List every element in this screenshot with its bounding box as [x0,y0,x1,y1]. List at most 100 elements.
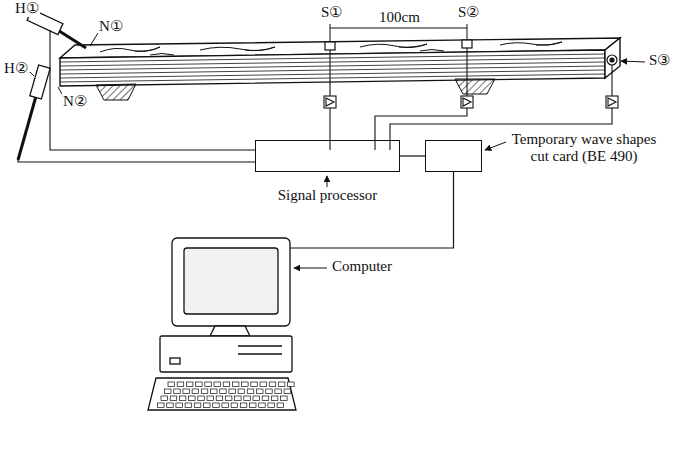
support [96,84,136,100]
hammer [30,65,50,99]
computer-illustration [222,403,229,408]
wood-grain [100,47,160,52]
beam [60,62,605,70]
computer-illustration [275,389,282,394]
computer-illustration [170,358,180,364]
computer-illustration [281,396,288,401]
part-label: H① [14,0,40,17]
sensor [610,58,614,62]
amplifier-symbol [461,96,473,108]
computer-illustration [213,403,220,408]
computer-illustration [220,389,227,394]
signal-wire [329,50,330,96]
computer-illustration [192,389,199,394]
leader-line [485,142,506,150]
amplifier-symbol [463,98,471,106]
computer-illustration [214,382,221,387]
signal-wire [329,140,330,150]
computer-illustration [177,382,184,387]
wood-grain [100,42,562,55]
computer-node: Computer [150,236,290,416]
connector [290,172,454,248]
wood-grain [360,44,427,48]
signal-wire [329,108,330,140]
computer-illustration [232,382,239,387]
dimension-label: 100cm [378,9,421,26]
computer-illustration [174,389,181,394]
computer-illustration [185,403,192,408]
computer-illustration [160,336,292,372]
beam [60,50,605,86]
signal-wire [466,48,467,96]
hammer [18,9,86,160]
computer-illustration [216,396,223,401]
computer-illustration [262,396,269,401]
computer-illustration [238,389,245,394]
computer-illustration [210,326,250,336]
computer-illustration [183,389,190,394]
computer-illustration [179,396,186,401]
computer-illustration [269,382,276,387]
computer-illustration [231,403,238,408]
computer-illustration [167,403,174,408]
sensor [607,55,617,65]
sensor [325,40,617,65]
beam [60,58,605,66]
computer-illustration [266,389,273,394]
beam [60,74,605,82]
computer-illustration [211,389,218,394]
signal-wire [374,140,375,150]
amplifier-symbol [324,96,336,108]
computer-illustration [250,403,257,408]
dimension-line [467,24,468,39]
connector [400,155,425,156]
signal-wire [611,65,612,96]
computer-illustration [257,389,264,394]
computer-illustration [260,382,267,387]
signal-wire [50,30,255,150]
sensor [325,42,335,50]
dimension-line [330,24,331,41]
wood-grain [200,47,275,51]
card-box: Temporary wave shapes cut card (BE 490) [425,140,482,172]
part-label: N① [98,18,124,35]
node-label: Computer [330,258,394,275]
computer-illustration [158,403,165,408]
computer-illustration [205,382,212,387]
beam [60,54,605,62]
computer-illustration [238,345,282,346]
computer-illustration [240,403,247,408]
computer-illustration [161,396,168,401]
computer-illustration [158,382,295,408]
computer-illustration [235,396,242,401]
computer-illustration [168,382,175,387]
computer-illustration [253,396,260,401]
computer-illustration [278,382,285,387]
amplifier-symbol [324,96,618,108]
computer-illustration [268,403,275,408]
processor-box: Signal processor [255,140,400,172]
computer-illustration [165,389,172,394]
computer-illustration [148,378,296,410]
computer-illustration [201,389,208,394]
wood-grain [150,54,174,56]
beam [60,54,605,82]
support [96,79,495,100]
leader-line [294,268,327,269]
computer-illustration [196,382,203,387]
sensor [462,40,472,48]
computer-illustration [186,382,193,387]
wood-grain [420,50,444,52]
amplifier-symbol [326,98,334,106]
computer-illustration [259,403,266,408]
computer-illustration [223,382,230,387]
wood-grain [500,42,562,45]
computer-illustration [277,403,284,408]
leader-line [30,72,34,76]
computer-illustration [172,238,290,326]
beam [60,38,620,86]
computer-illustration [244,396,251,401]
computer-illustration [198,396,205,401]
